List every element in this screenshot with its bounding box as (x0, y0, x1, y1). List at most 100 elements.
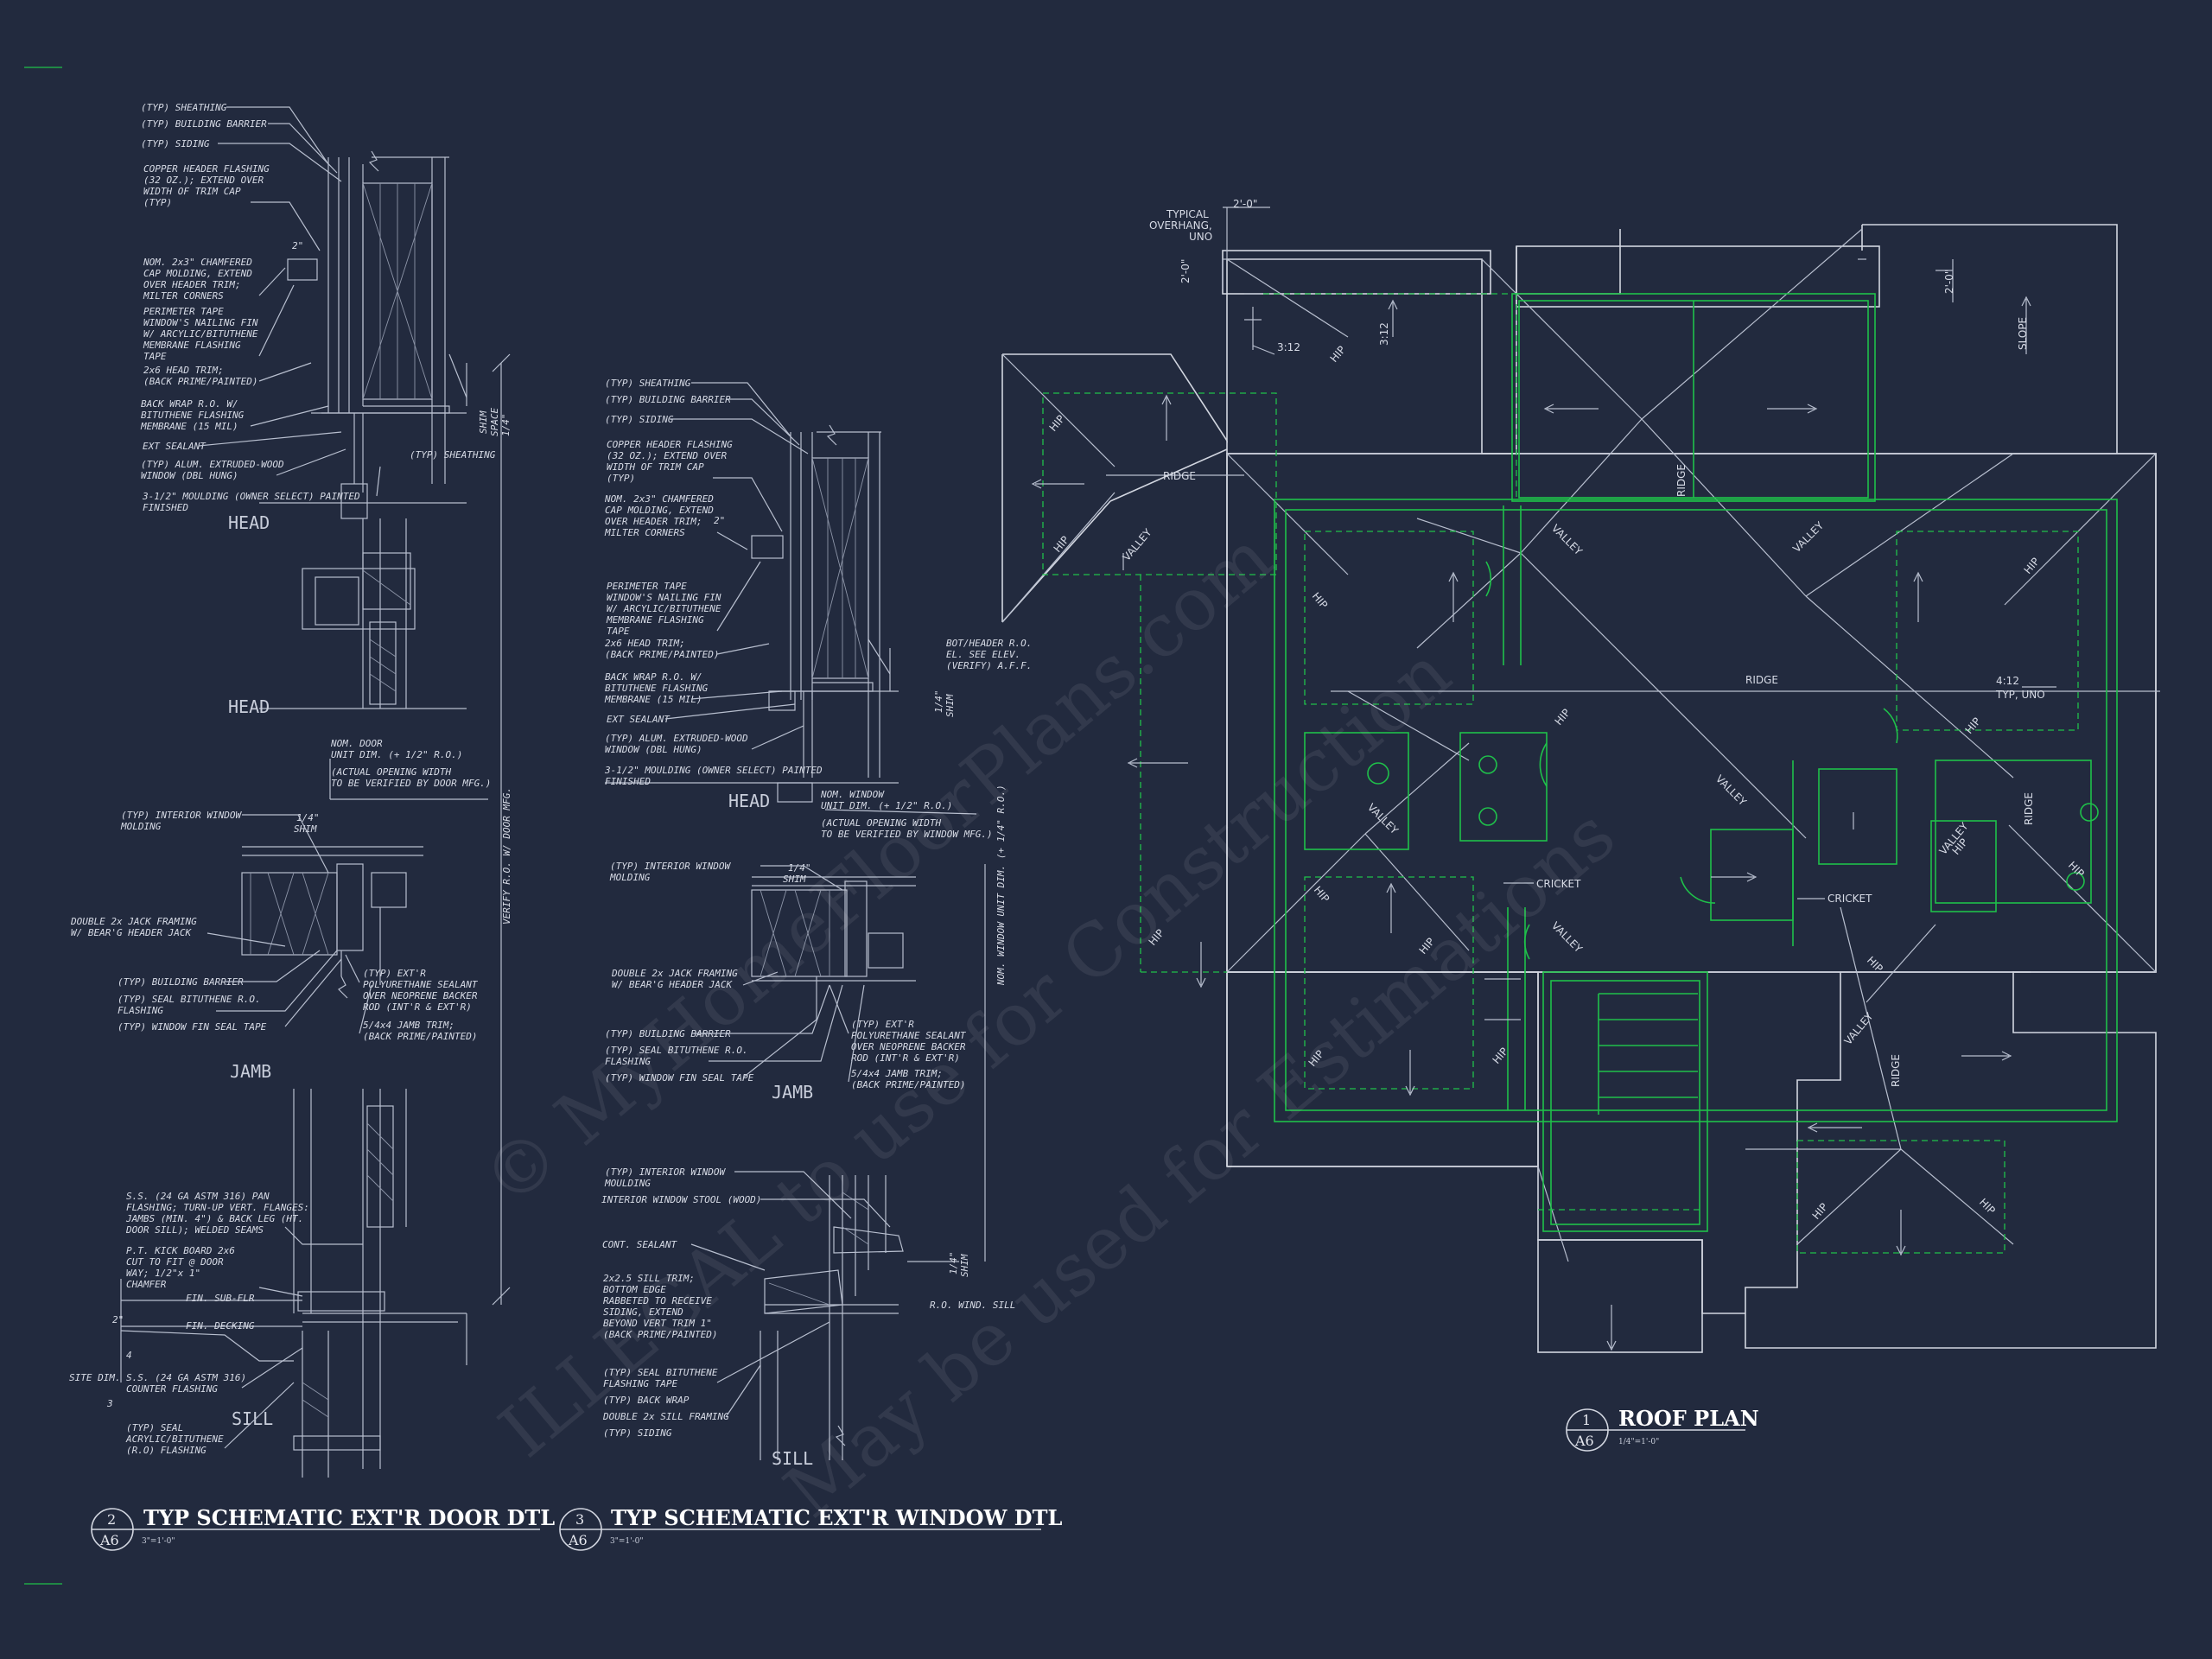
window-sill-dim: SHIM (959, 1254, 970, 1277)
door-sill-note: S.S. (24 GA ASTM 316) PAN (126, 1191, 270, 1202)
detail-scale: 1/4"=1'-0" (1618, 1438, 1659, 1446)
door-verify-note: VERIFY R.O. W/ DOOR MFG. (501, 787, 512, 925)
window-sill-note: MOULDING (604, 1178, 651, 1189)
roof-overhang-note: UNO (1189, 231, 1212, 243)
door-jamb-note: POLYURETHANE SEALANT (363, 979, 479, 990)
window-sill-dim: 1/4" (948, 1252, 959, 1275)
window-head-dim: 1/4" (933, 690, 944, 714)
window-head-note: WIDTH OF TRIM CAP (607, 461, 704, 473)
roof-hip-label: HIP (2022, 556, 2042, 576)
door-jamb-note: W/ BEAR'G HEADER JACK (71, 927, 192, 938)
door-head-note: WINDOW'S NAILING FIN (143, 317, 258, 328)
window-unit-note: TO BE VERIFIED BY WINDOW MFG.) (821, 829, 993, 840)
door-sill-dim: 3 (106, 1398, 113, 1409)
door-head-note: BITUTHENE FLASHING (141, 410, 245, 421)
door-head-dim: (TYP) SHEATHING (410, 449, 496, 461)
window-sill-note: SIDING, EXTEND (603, 1306, 683, 1318)
roof-ridge-label: RIDGE (2023, 792, 2035, 825)
window-head-dim: SHIM (944, 694, 956, 717)
window-jamb-note: W/ BEAR'G HEADER JACK (612, 979, 733, 990)
door-head-note: MILTER CORNERS (143, 290, 224, 302)
window-head-note: MEMBRANE FLASHING (606, 614, 704, 626)
window-jamb-note: 5/4x4 JAMB TRIM; (851, 1068, 943, 1079)
roof-overhang-note: OVERHANG, (1149, 219, 1212, 232)
door-head-note: EXT SEALANT (143, 441, 207, 452)
door-jamb-note: MOLDING (120, 821, 162, 832)
window-bot-header-note: BOT/HEADER R.O. (946, 638, 1032, 649)
window-head-note: (TYP) (607, 473, 635, 484)
door-sill-note: (TYP) SEAL (126, 1422, 183, 1433)
window-sill-section-label: SILL (772, 1448, 813, 1469)
roof-ridge-label: RIDGE (1745, 674, 1778, 686)
door-jamb-note: (TYP) SEAL BITUTHENE R.O. (118, 994, 261, 1005)
roof-hip-label: HIP (1977, 1196, 1998, 1217)
door-head-note: (TYP) SIDING (141, 138, 210, 149)
window-unit-note: (ACTUAL OPENING WIDTH (821, 817, 941, 829)
window-head-note: FINISHED (605, 776, 651, 787)
window-head-note: W/ ARCYLIC/BITUTHENE (607, 603, 721, 614)
window-sill-note: (TYP) SIDING (603, 1427, 672, 1439)
roof-valley-label: VALLEY (1549, 919, 1585, 955)
door-head-note: (32 OZ.); EXTEND OVER (143, 175, 264, 186)
door-sill-note: S.S. (24 GA ASTM 316) (126, 1372, 246, 1383)
window-head-section-label: HEAD (728, 791, 770, 811)
window-jamb-note: POLYURETHANE SEALANT (851, 1030, 967, 1041)
window-sill-note: INTERIOR WINDOW STOOL (WOOD) (601, 1194, 761, 1205)
window-head-note: (32 OZ.); EXTEND OVER (607, 450, 727, 461)
watermark: © MyHomeFloorPlans.com ILLEGAL to use fo… (467, 515, 1630, 1535)
window-head-dim: 2" (714, 515, 725, 526)
window-bot-header-note: (VERIFY) A.F.F. (946, 660, 1032, 671)
window-sill-note: (TYP) SEAL BITUTHENE (603, 1367, 718, 1378)
door-head-section-label: HEAD (228, 696, 270, 717)
roof-dim: 2'-0" (1179, 259, 1192, 283)
roof-hip-label: HIP (1328, 344, 1348, 365)
window-head-note: (TYP) BUILDING BARRIER (605, 394, 731, 405)
window-head-note: OVER HEADER TRIM; (605, 516, 702, 527)
door-jamb-note: (TYP) INTERIOR WINDOW (121, 810, 242, 821)
window-head-note: EXT SEALANT (607, 714, 671, 725)
window-head-note: WINDOW'S NAILING FIN (607, 592, 721, 603)
door-jamb-section-label: JAMB (230, 1061, 271, 1082)
door-detail: (TYP) SHEATHING (TYP) BUILDING BARRIER (… (69, 102, 512, 1478)
roof-hip-label: HIP (1310, 590, 1330, 611)
door-unit-note: TO BE VERIFIED BY DOOR MFG.) (331, 778, 491, 789)
door-sill-dim: 2" (112, 1314, 124, 1325)
door-jamb-note: (TYP) EXT'R (363, 968, 426, 979)
window-jamb-note: 1/4" (788, 862, 811, 874)
window-head-note: 2x6 HEAD TRIM; (605, 638, 685, 649)
door-head-note: WIDTH OF TRIM CAP (143, 186, 241, 197)
detail-scale: 3"=1'-0" (142, 1537, 175, 1546)
door-sill-note: WAY; 1/2"x 1" (126, 1268, 200, 1279)
door-sill-note: CHAMFER (126, 1279, 167, 1290)
window-head-note: NOM. 2x3" CHAMFERED (604, 493, 714, 505)
door-head-note: 2x6 HEAD TRIM; (143, 365, 224, 376)
detail-number: 3 (575, 1511, 584, 1528)
door-sill-section-label: SILL (232, 1408, 273, 1429)
window-sill-note: CONT. SEALANT (602, 1239, 677, 1250)
window-head-note: (BACK PRIME/PAINTED) (605, 649, 719, 660)
door-sill-note: ACRYLIC/BITUTHENE (125, 1433, 224, 1445)
door-head-dim: SPACE (489, 408, 500, 436)
window-head-note: MILTER CORNERS (604, 527, 685, 538)
window-sill-note: RABBETED TO RECEIVE (603, 1295, 712, 1306)
detail-number: 1 (1582, 1412, 1591, 1428)
door-head-note: OVER HEADER TRIM; (143, 279, 241, 290)
door-head-note: BACK WRAP R.O. W/ (141, 398, 238, 410)
window-jamb-note: MOLDING (609, 872, 651, 883)
window-head-note: BITUTHENE FLASHING (605, 683, 709, 694)
window-head-note: (TYP) SIDING (605, 414, 674, 425)
detail-title: ROOF PLAN (1618, 1406, 1759, 1431)
door-sill-note: FIN. DECKING (186, 1320, 255, 1332)
roof-hip-label: HIP (1052, 534, 1071, 555)
window-head-note: COPPER HEADER FLASHING (607, 439, 733, 450)
window-jamb-note: (TYP) EXT'R (851, 1019, 914, 1030)
window-head-note: MEMBRANE (15 MIL) (604, 694, 702, 705)
detail-title: TYP SCHEMATIC EXT'R DOOR DTL (143, 1505, 555, 1530)
door-sill-note: FLASHING; TURN-UP VERT. FLANGES: (126, 1202, 309, 1213)
roof-valley-label: VALLEY (1121, 526, 1154, 563)
door-sill-note: COUNTER FLASHING (126, 1383, 218, 1395)
door-unit-note: UNIT DIM. (+ 1/2" R.O.) (331, 749, 462, 760)
window-jamb-note: ROD (INT'R & EXT'R) (851, 1052, 960, 1064)
door-sill-note: (R.O) FLASHING (126, 1445, 207, 1456)
